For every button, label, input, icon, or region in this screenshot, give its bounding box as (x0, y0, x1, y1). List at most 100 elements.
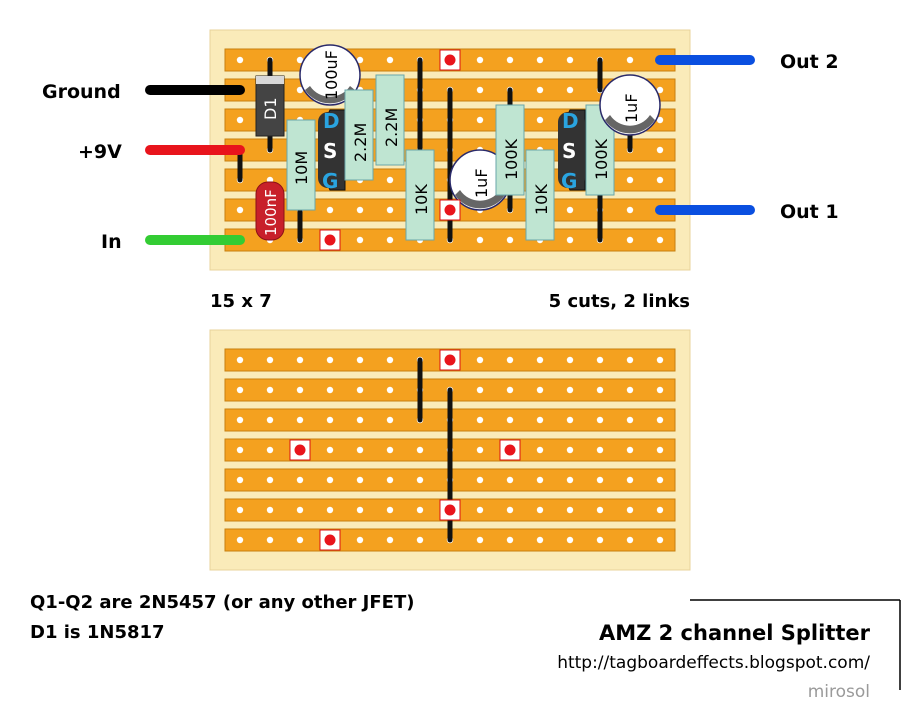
strip-cut-mark (324, 234, 336, 246)
q2-d-label: D (562, 109, 579, 133)
strip-hole (626, 176, 634, 184)
strip-hole (596, 536, 604, 544)
strip-hole (506, 386, 514, 394)
strip-hole (236, 416, 244, 424)
strip-hole (506, 236, 514, 244)
footer-url[interactable]: http://tagboardeffects.blogspot.com/ (557, 653, 870, 673)
q2-g-label: G (561, 169, 577, 193)
strip-hole (356, 446, 364, 454)
strip-hole (326, 416, 334, 424)
strip-hole (506, 416, 514, 424)
capacitor-1uf-a: 1uF (449, 149, 511, 211)
strip-hole (236, 206, 244, 214)
strip-hole (656, 176, 664, 184)
board-size: 15 x 7 (210, 291, 272, 312)
strip-hole (656, 116, 664, 124)
capacitor-100nf: 100nF (255, 181, 285, 241)
c100nf-label: 100nF (262, 189, 280, 236)
strip-hole (476, 86, 484, 94)
strip-hole (236, 116, 244, 124)
strip-hole (266, 506, 274, 514)
strip-hole (656, 416, 664, 424)
strip-hole (656, 506, 664, 514)
strip-hole (236, 506, 244, 514)
strip-hole (626, 206, 634, 214)
strip-hole (296, 56, 304, 64)
strip-cut-mark (324, 534, 336, 546)
c100uf-label: 100uF (322, 50, 341, 100)
strip-hole (656, 86, 664, 94)
c1uf-b-label: 1uF (622, 93, 641, 123)
strip-hole (356, 476, 364, 484)
strip-hole (296, 506, 304, 514)
top-cuts (319, 49, 461, 251)
strip-hole (266, 536, 274, 544)
q1-s-label: S (323, 139, 337, 163)
strip-hole (386, 536, 394, 544)
strip-hole (386, 446, 394, 454)
strip-hole (416, 536, 424, 544)
strip-hole (596, 506, 604, 514)
jfet-q2: D S G (558, 109, 586, 193)
strip-hole (626, 386, 634, 394)
strip-hole (656, 476, 664, 484)
strip-hole (296, 416, 304, 424)
footer-title: AMZ 2 channel Splitter (599, 621, 871, 645)
strip-hole (536, 476, 544, 484)
q2-s-label: S (562, 139, 576, 163)
strip-hole (506, 56, 514, 64)
strip-hole (566, 506, 574, 514)
strip-hole (476, 356, 484, 364)
strip-hole (326, 506, 334, 514)
strip-hole (536, 506, 544, 514)
strip-hole (386, 236, 394, 244)
strip-hole (476, 56, 484, 64)
strip-hole (296, 86, 304, 94)
bottom-cuts (289, 349, 521, 551)
strip-hole (356, 386, 364, 394)
resistor-10m: 10M (286, 119, 316, 211)
strip-hole (476, 536, 484, 544)
strip-hole (656, 446, 664, 454)
strip-hole (596, 356, 604, 364)
strip-hole (566, 236, 574, 244)
r100k-a-label: 100K (502, 138, 521, 180)
out1-label: Out 1 (780, 201, 839, 223)
strip-hole (266, 416, 274, 424)
strip-hole (386, 416, 394, 424)
strip-hole (236, 56, 244, 64)
strip-hole (476, 446, 484, 454)
resistor-10k-a: 10K (405, 149, 435, 241)
capacitor-1uf-b: 1uF (599, 74, 661, 136)
strip-hole (416, 446, 424, 454)
strip-hole (626, 446, 634, 454)
strip-hole (506, 506, 514, 514)
strip-hole (356, 536, 364, 544)
resistor-10k-b: 10K (525, 149, 555, 241)
strip-hole (236, 356, 244, 364)
note-jfet: Q1-Q2 are 2N5457 (or any other JFET) (30, 592, 414, 613)
strip-hole (656, 146, 664, 154)
strip-hole (566, 446, 574, 454)
strip-hole (476, 476, 484, 484)
strip-hole (386, 506, 394, 514)
strip-cut-mark (444, 54, 456, 66)
strip-hole (326, 446, 334, 454)
r10k-a-label: 10K (412, 184, 431, 215)
strip-hole (296, 386, 304, 394)
q1-g-label: G (322, 169, 338, 193)
strip-hole (236, 386, 244, 394)
strip-hole (476, 416, 484, 424)
strip-hole (266, 476, 274, 484)
strip-hole (386, 206, 394, 214)
strip-hole (476, 116, 484, 124)
strip-hole (356, 56, 364, 64)
r10m-label: 10M (292, 151, 311, 185)
strip-hole (626, 476, 634, 484)
strip-hole (476, 386, 484, 394)
q1-d-label: D (323, 109, 340, 133)
note-diode: D1 is 1N5817 (30, 622, 165, 643)
strip-hole (326, 386, 334, 394)
strip-hole (536, 536, 544, 544)
strip-hole (596, 416, 604, 424)
